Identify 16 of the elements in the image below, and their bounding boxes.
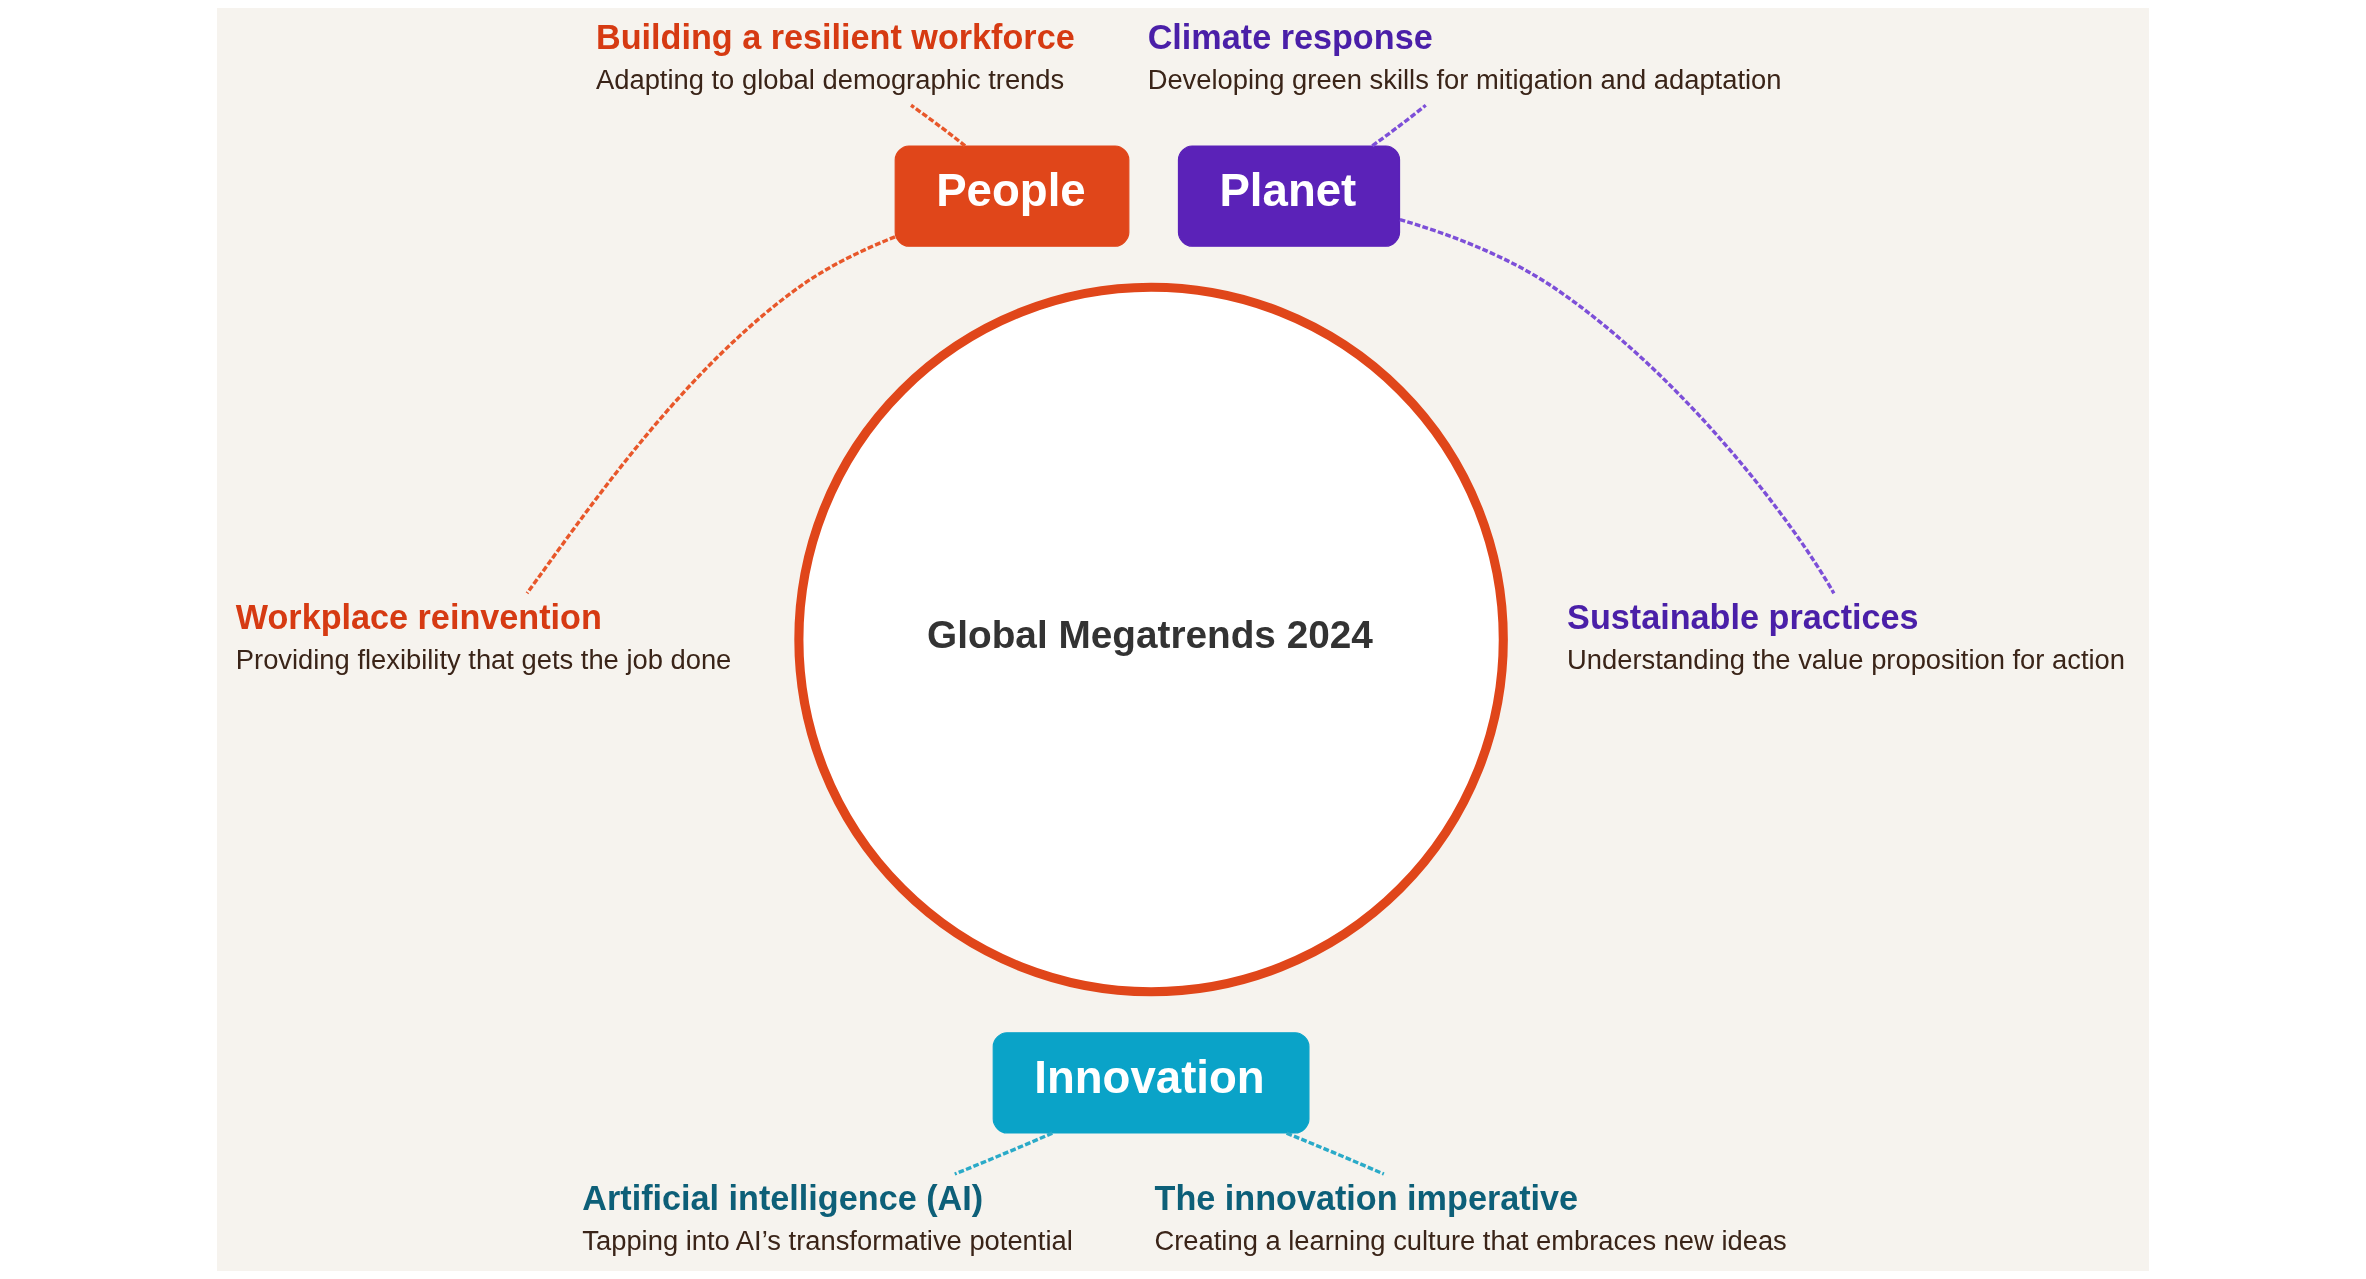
node-box: Planet [1177,145,1401,247]
node-text: Climate response Developing green skills for mitigation and adaptation [1147,17,1782,95]
connector [910,103,967,148]
node-box: Innovation [992,1032,1310,1134]
connector [1285,1131,1385,1176]
connector [1399,218,1836,595]
node-text: Sustainable practices Understanding the value proposition for action [1567,598,2125,676]
connector [954,1131,1053,1176]
node-text: Artificial intelligence (AI) Tapping into AI’s transformative potential [582,1178,1073,1257]
node-circle: Global Megatrends 2024 [794,282,1508,997]
connector [1371,103,1427,148]
node-text: Building a resilient workforce Adapting to global demographic trends [595,17,1075,95]
node-text: The innovation imperative Creating a learning culture that embraces new ideas [1154,1178,1787,1257]
node-box: People [894,145,1130,247]
connector [525,235,896,595]
node-text: Workplace reinvention Providing flexibility that gets the job done [235,598,732,676]
